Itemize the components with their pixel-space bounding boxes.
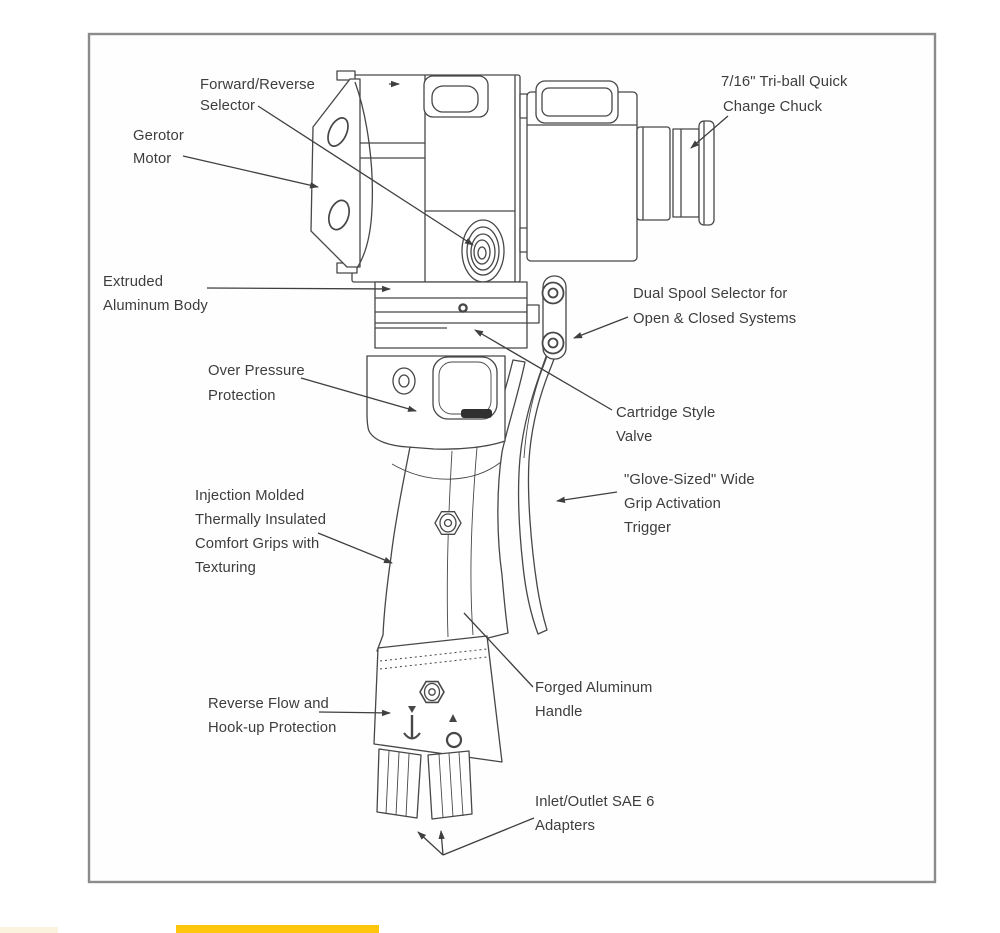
label-line: Hook-up Protection <box>208 720 336 736</box>
label-line: Comfort Grips with <box>195 536 319 552</box>
spool-lower <box>541 331 565 355</box>
label-line: Valve <box>616 429 652 445</box>
leader-reverse-flow-protection <box>318 709 391 717</box>
spool-upper <box>541 281 565 305</box>
corner-strip <box>0 927 58 933</box>
leader-dual-spool-selector <box>573 316 629 339</box>
label-cartridge-style-valve: Cartridge Style Valve <box>616 405 715 445</box>
leader-quick-change-chuck <box>690 115 729 149</box>
cartridge-valve-dot <box>458 303 468 313</box>
label-line: Change Chuck <box>723 99 823 115</box>
label-gerotor-motor: Gerotor Motor <box>133 128 184 167</box>
leader-lines <box>182 105 729 856</box>
label-quick-change-chuck: 7/16" Tri-ball Quick Change Chuck <box>721 74 848 115</box>
label-line: Adapters <box>535 818 595 834</box>
label-line: Texturing <box>195 560 256 576</box>
leader-forged-aluminum-handle <box>463 612 534 688</box>
label-line: Selector <box>200 98 255 114</box>
label-line: Reverse Flow and <box>208 696 329 712</box>
leader-grip-activation-trigger <box>556 491 618 503</box>
label-line: Trigger <box>624 520 671 536</box>
label-line: Motor <box>133 151 171 167</box>
label-extruded-aluminum-body: Extruded Aluminum Body <box>103 274 208 314</box>
label-reverse-flow-protection: Reverse Flow and Hook-up Protection <box>208 696 336 736</box>
leader-comfort-grips <box>317 532 393 564</box>
leader-over-pressure-protection <box>300 377 417 412</box>
leader-cartridge-style-valve <box>474 329 613 411</box>
label-forward-reverse-selector: Forward/Reverse Selector <box>200 77 315 114</box>
leader-inlet-outlet-right-arrow <box>438 830 445 856</box>
selector-knob <box>461 219 505 283</box>
label-line: "Glove-Sized" Wide <box>624 472 755 488</box>
label-inlet-outlet-adapters: Inlet/Outlet SAE 6 Adapters <box>535 794 654 834</box>
label-line: Extruded <box>103 274 163 290</box>
label-line: Thermally Insulated <box>195 512 326 528</box>
port-symbols <box>403 706 463 749</box>
label-line: Cartridge Style <box>616 405 715 421</box>
leader-inlet-outlet-left-arrow <box>417 831 444 856</box>
over-pressure-block <box>366 355 506 450</box>
label-line: Dual Spool Selector for <box>633 286 787 302</box>
label-line: Gerotor <box>133 128 184 144</box>
leader-extruded-aluminum-body <box>206 285 391 293</box>
rear-block <box>519 80 638 262</box>
gerotor-housing <box>310 70 373 274</box>
trigger <box>517 275 567 635</box>
accent-bar <box>176 925 379 933</box>
leader-inlet-outlet-adapters <box>442 817 535 856</box>
valve-section <box>374 281 540 349</box>
label-line: Injection Molded <box>195 488 304 504</box>
label-grip-activation-trigger: "Glove-Sized" Wide Grip Activation Trigg… <box>624 472 755 536</box>
label-line: Over Pressure <box>208 363 305 379</box>
label-line: Aluminum Body <box>103 298 208 314</box>
label-line: Handle <box>535 704 583 720</box>
leader-forward-reverse-selector <box>257 105 474 246</box>
label-forged-aluminum-handle: Forged Aluminum Handle <box>535 680 652 720</box>
label-line: Inlet/Outlet SAE 6 <box>535 794 654 810</box>
label-line: 7/16" Tri-ball Quick <box>721 74 848 90</box>
label-line: Grip Activation <box>624 496 721 512</box>
label-over-pressure-protection: Over Pressure Protection <box>208 363 305 404</box>
label-comfort-grips: Injection Molded Thermally Insulated Com… <box>195 488 326 576</box>
label-line: Protection <box>208 388 276 404</box>
label-line: Forward/Reverse <box>200 77 315 93</box>
label-line: Forged Aluminum <box>535 680 652 696</box>
manifold <box>373 635 503 763</box>
labels: Forward/Reverse Selector Gerotor Motor 7… <box>103 74 848 834</box>
leader-gerotor-motor <box>182 155 319 189</box>
chuck-assembly <box>636 120 715 226</box>
label-dual-spool-selector: Dual Spool Selector for Open & Closed Sy… <box>633 286 796 327</box>
label-line: Open & Closed Systems <box>633 311 796 327</box>
adapter-legs <box>376 748 473 820</box>
